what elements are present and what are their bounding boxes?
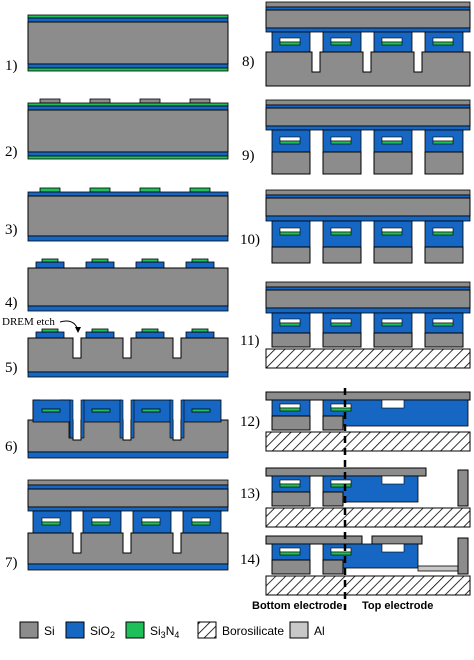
step-13-stack [265, 467, 471, 528]
step-10-stack [265, 189, 471, 264]
legend-label-si: Si [44, 624, 55, 638]
step-5-stack [27, 328, 229, 378]
step-label: 12) [240, 414, 260, 430]
step-7-stack [27, 479, 229, 571]
step-label: 1) [5, 58, 18, 74]
step-label: 5) [5, 360, 18, 376]
legend-label-borosilicate: Borosilicate [222, 624, 284, 638]
legend-label-sio2: SiO2 [90, 624, 115, 640]
legend-label-al: Al [314, 624, 325, 638]
step-label: 2) [5, 144, 18, 160]
step-label: 8) [242, 54, 255, 70]
legend-swatch-borosilicate [197, 621, 217, 639]
top-electrode-label: Top electrode [362, 600, 433, 612]
drem-etch-arrow [59, 320, 79, 331]
arrow-head-icon [75, 327, 81, 333]
legend-swatch-si [19, 621, 39, 639]
bottom-electrode-label: Bottom electrode [252, 600, 342, 612]
step-3-stack [27, 187, 229, 242]
step-11-stack [265, 281, 471, 369]
step-label: 14) [240, 552, 260, 568]
legend-swatch-sio2 [65, 621, 85, 639]
legend-label-si3n4: Si3N4 [150, 624, 179, 640]
step-4-stack [27, 258, 229, 312]
step-14-stack [265, 535, 471, 596]
step-9-stack [265, 99, 471, 175]
drem-etch-label: DREM etch [2, 316, 55, 328]
step-8-stack [265, 1, 471, 87]
step-label: 10) [240, 232, 260, 248]
step-label: 13) [240, 486, 260, 502]
step-label: 11) [240, 333, 259, 349]
step-1-stack [27, 14, 229, 72]
legend-swatch-al [289, 621, 309, 639]
step-12-stack [265, 391, 471, 452]
step-6-stack [27, 399, 229, 459]
step-2-stack [27, 98, 229, 160]
step-label: 7) [5, 555, 18, 571]
legend-swatch-si3n4 [125, 621, 145, 639]
legend: Si SiO2 Si3N4 Borosilicate Al [19, 621, 325, 640]
step-label: 4) [5, 295, 18, 311]
step-label: 3) [5, 222, 18, 238]
step-label: 9) [242, 148, 255, 164]
step-label: 6) [5, 439, 18, 455]
